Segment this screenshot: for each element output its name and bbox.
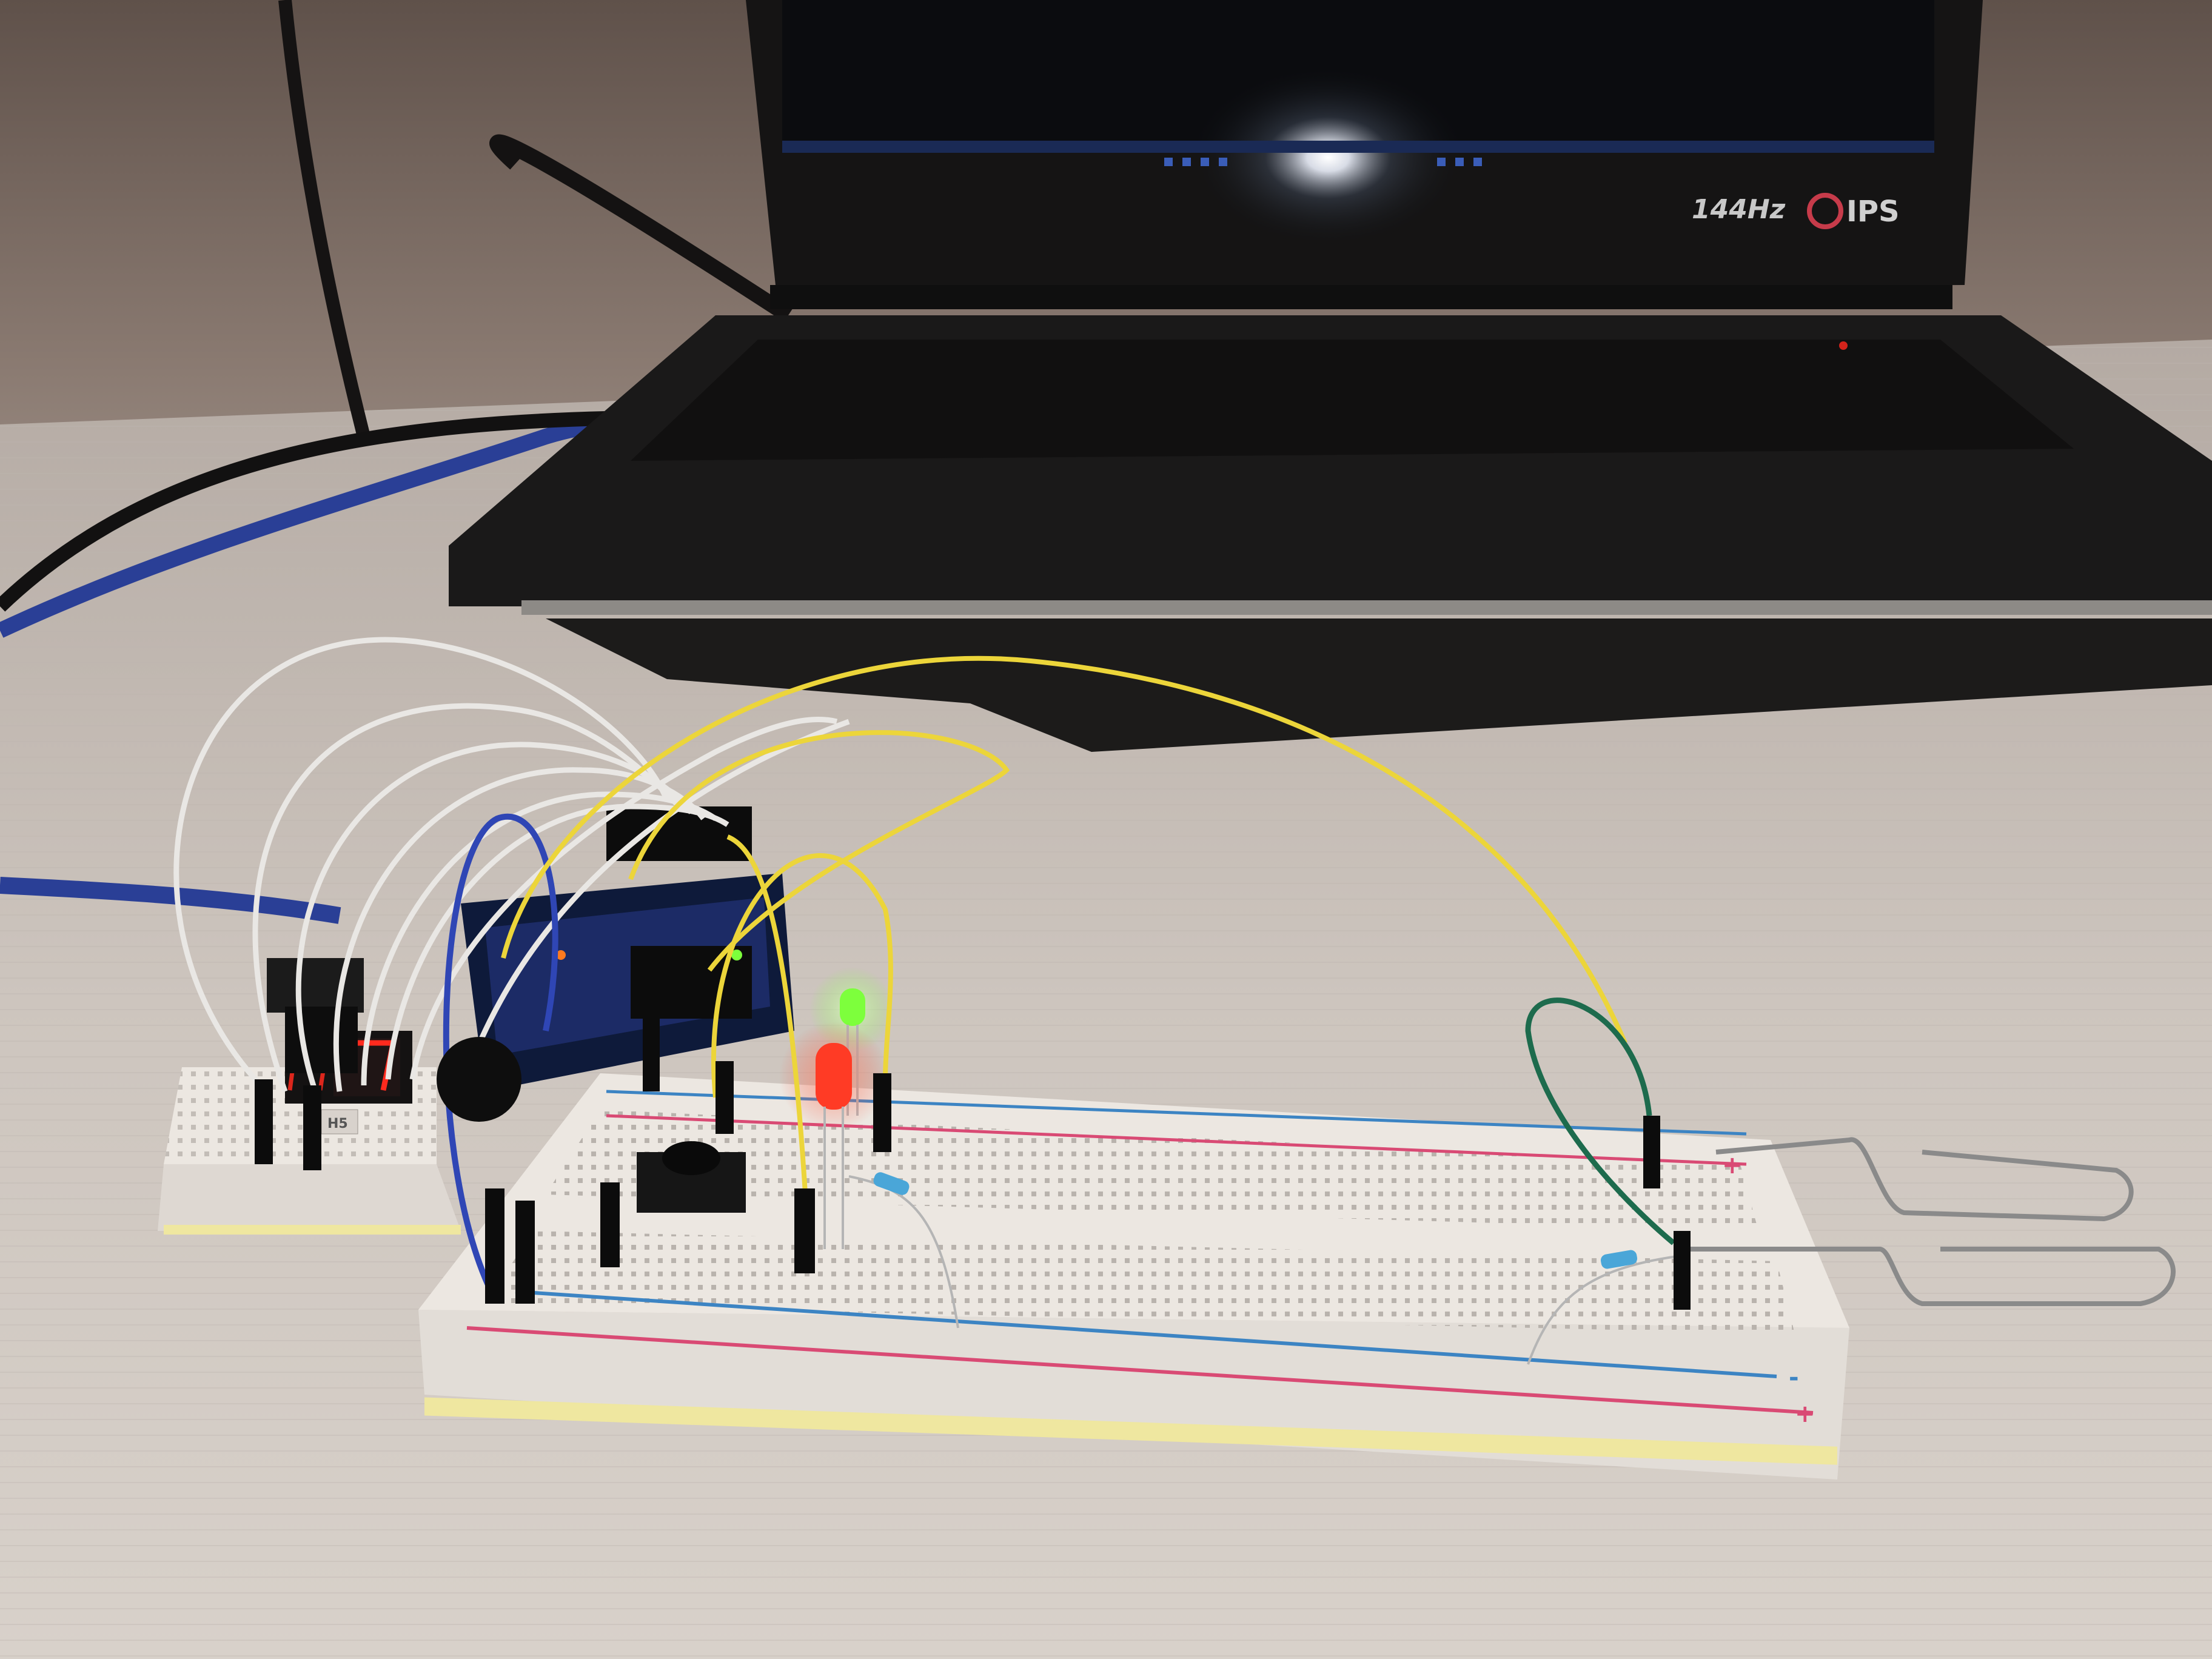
- main-breadboard: + - +: [418, 1073, 1849, 1480]
- power-led: [731, 950, 742, 960]
- green-wire: [1525, 997, 1675, 1245]
- push-button: [637, 1141, 746, 1213]
- resistor-label: H5: [327, 1116, 348, 1131]
- rail-plus-mark: +: [1722, 1151, 1743, 1179]
- breadboard-base: [424, 1397, 1837, 1465]
- laptop-hinge: [770, 285, 1952, 309]
- usb-cable-back: [489, 134, 793, 322]
- resistor-led: [848, 1172, 959, 1329]
- led-red: [779, 1022, 888, 1249]
- rail-minus-mark: -: [1789, 1364, 1799, 1392]
- power-cable: [278, 0, 370, 438]
- rail-plus-mark-bottom: +: [1795, 1400, 1815, 1428]
- cooling-pad: [546, 618, 2212, 752]
- header-pins: [606, 806, 752, 1019]
- rail-red-bottom: [466, 1326, 1814, 1415]
- laptop-front-edge: [521, 600, 2212, 615]
- white-wires: [173, 637, 850, 1093]
- black-jumper-plugs: [255, 994, 1691, 1310]
- laptop-keyboard: [631, 340, 2074, 461]
- paperclip-sensor: [1686, 1137, 2176, 1306]
- usb-connector: [267, 958, 364, 1013]
- buzzer: [437, 1037, 521, 1122]
- resistor-h5: H5: [321, 1109, 358, 1134]
- usb-cable-blue-front: [0, 877, 341, 924]
- rail-blue-bottom: [515, 1290, 1777, 1378]
- taskbar-icons: [1164, 158, 1482, 166]
- status-led: [556, 950, 566, 960]
- refresh-rate-badge: 144Hz: [1692, 194, 1786, 225]
- blue-wire: [443, 813, 558, 1293]
- screen-reflection: [1188, 67, 1467, 249]
- taskbar: [782, 141, 1934, 153]
- laptop: 144Hz IPS: [449, 0, 2212, 752]
- black-cable-left: [0, 411, 607, 612]
- yellow-wires: [501, 655, 1627, 1213]
- rail-red-top: [606, 1114, 1747, 1166]
- breadboard-holes-upper: [546, 1110, 1758, 1231]
- ips-badge: IPS: [1846, 195, 1900, 229]
- ips-logo-icon: [1807, 193, 1843, 229]
- power-jack: [285, 1007, 358, 1073]
- resistor-sensor: [1527, 1250, 1686, 1365]
- laptop-power-led: [1839, 341, 1848, 350]
